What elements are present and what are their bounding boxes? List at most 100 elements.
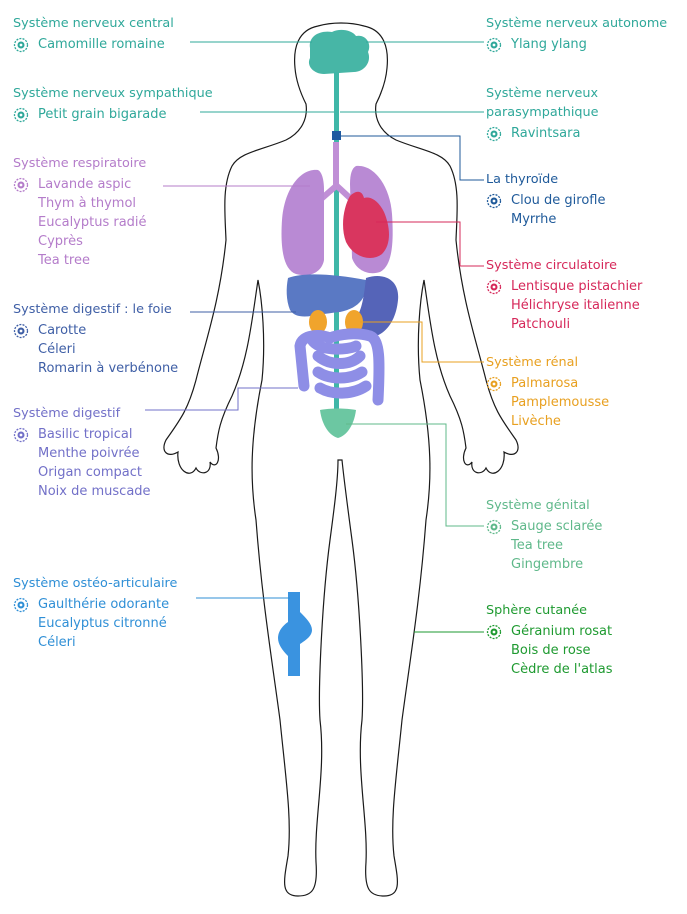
group-title: Système nerveux central bbox=[13, 16, 174, 31]
item-label: Ylang ylang bbox=[511, 37, 587, 52]
item-label: Géranium rosat bbox=[511, 624, 613, 639]
list-item: Carotte bbox=[13, 321, 178, 340]
group-snp: Système nerveux parasympathique Ravintsa… bbox=[486, 84, 599, 143]
mandala-icon bbox=[13, 597, 29, 613]
list-item: Noix de muscade bbox=[38, 484, 151, 499]
liver bbox=[286, 274, 367, 317]
group-resp: Système respiratoire Lavande aspic Thym … bbox=[13, 154, 147, 270]
group-title: Système digestif : le foie bbox=[13, 302, 172, 317]
left-kidney bbox=[309, 310, 327, 334]
list-item: Camomille romaine bbox=[13, 35, 174, 54]
group-title: Sphère cutanée bbox=[486, 603, 588, 618]
item-label: Carotte bbox=[38, 323, 87, 338]
list-item: Céleri bbox=[38, 635, 76, 650]
item-label: Camomille romaine bbox=[38, 37, 165, 52]
list-item: Pamplemousse bbox=[511, 395, 610, 410]
mandala-icon bbox=[486, 519, 502, 535]
list-item: Tea tree bbox=[38, 253, 90, 268]
mandala-icon bbox=[486, 193, 502, 209]
list-item: Bois de rose bbox=[511, 643, 591, 658]
group-snc: Système nerveux central Camomille romain… bbox=[13, 14, 174, 54]
group-cutanee: Sphère cutanée Géranium rosat Bois de ro… bbox=[486, 601, 613, 679]
group-foie: Système digestif : le foie Carotte Céler… bbox=[13, 300, 178, 378]
list-item: Tea tree bbox=[511, 538, 563, 553]
list-item: Cèdre de l'atlas bbox=[511, 662, 613, 677]
group-title-line: Système nerveux bbox=[486, 86, 599, 101]
item-label: Ravintsara bbox=[511, 126, 581, 141]
left-lung bbox=[281, 169, 324, 276]
group-renal: Système rénal Palmarosa Pamplemousse Liv… bbox=[486, 353, 609, 431]
list-item: Gingembre bbox=[511, 557, 584, 572]
group-title: Système nerveux sympathique bbox=[13, 86, 213, 101]
mandala-icon bbox=[13, 427, 29, 443]
mandala-icon bbox=[486, 37, 502, 53]
knee-joint bbox=[278, 592, 312, 676]
list-item: Petit grain bigarade bbox=[13, 105, 213, 124]
list-item: Eucalyptus radié bbox=[38, 215, 147, 230]
list-item: Ylang ylang bbox=[486, 35, 667, 54]
list-item: Cyprès bbox=[38, 234, 83, 249]
thyroid bbox=[332, 131, 341, 140]
right-kidney bbox=[345, 310, 363, 334]
group-title: Système ostéo-articulaire bbox=[13, 576, 178, 591]
group-circ: Système circulatoire Lentisque pistachie… bbox=[486, 256, 642, 334]
mandala-icon bbox=[13, 37, 29, 53]
list-item: Clou de girofle bbox=[486, 191, 605, 210]
list-item: Livèche bbox=[511, 414, 561, 429]
list-item: Lentisque pistachier bbox=[486, 277, 642, 296]
item-label: Clou de girofle bbox=[511, 193, 606, 208]
item-label: Lentisque pistachier bbox=[511, 279, 643, 294]
list-item: Romarin à verbénone bbox=[38, 361, 179, 376]
group-title: Système rénal bbox=[486, 355, 579, 370]
list-item: Géranium rosat bbox=[486, 622, 613, 641]
item-label: Basilic tropical bbox=[38, 427, 133, 442]
group-dig: Système digestif Basilic tropical Menthe… bbox=[13, 404, 151, 501]
group-thyro: La thyroïde Clou de girofle Myrrhe bbox=[486, 170, 605, 229]
body-outline bbox=[163, 22, 519, 897]
group-title: Système digestif bbox=[13, 406, 121, 421]
list-item: Hélichryse italienne bbox=[511, 298, 640, 313]
group-sns: Système nerveux sympathique Petit grain … bbox=[13, 84, 213, 124]
group-title-line: parasympathique bbox=[486, 105, 599, 120]
item-label: Palmarosa bbox=[511, 376, 579, 391]
brain bbox=[308, 29, 370, 75]
group-genital: Système génital Sauge sclarée Tea tree G… bbox=[486, 496, 602, 574]
mandala-icon bbox=[486, 279, 502, 295]
group-title: Système nerveux autonome bbox=[486, 16, 668, 31]
list-item: Lavande aspic bbox=[13, 175, 147, 194]
mandala-icon bbox=[486, 624, 502, 640]
mandala-icon bbox=[13, 107, 29, 123]
group-sna: Système nerveux autonome Ylang ylang bbox=[486, 14, 667, 54]
list-item: Origan compact bbox=[38, 465, 143, 480]
list-item: Ravintsara bbox=[486, 124, 599, 143]
list-item: Palmarosa bbox=[486, 374, 609, 393]
bladder bbox=[320, 408, 356, 438]
list-item: Gaulthérie odorante bbox=[13, 595, 177, 614]
list-item: Myrrhe bbox=[511, 212, 557, 227]
list-item: Menthe poivrée bbox=[38, 446, 140, 461]
list-item: Basilic tropical bbox=[13, 425, 151, 444]
list-item: Patchouli bbox=[511, 317, 571, 332]
item-label: Petit grain bigarade bbox=[38, 107, 167, 122]
intestines bbox=[294, 328, 385, 406]
item-label: Lavande aspic bbox=[38, 177, 132, 192]
list-item: Eucalyptus citronné bbox=[38, 616, 167, 631]
mandala-icon bbox=[13, 323, 29, 339]
mandala-icon bbox=[486, 376, 502, 392]
item-label: Gaulthérie odorante bbox=[38, 597, 170, 612]
mandala-icon bbox=[13, 177, 29, 193]
spinal-cord bbox=[334, 72, 339, 412]
item-label: Sauge sclarée bbox=[511, 519, 603, 534]
group-title: Système respiratoire bbox=[13, 156, 147, 171]
list-item: Céleri bbox=[38, 342, 76, 357]
heart bbox=[343, 191, 389, 258]
group-title: Système génital bbox=[486, 498, 590, 513]
mandala-icon bbox=[486, 126, 502, 142]
leader-lines bbox=[145, 41, 484, 633]
group-title: La thyroïde bbox=[486, 172, 559, 187]
group-title: Système circulatoire bbox=[486, 258, 618, 273]
list-item: Thym à thymol bbox=[38, 196, 137, 211]
stomach bbox=[353, 276, 399, 338]
list-item: Sauge sclarée bbox=[486, 517, 602, 536]
